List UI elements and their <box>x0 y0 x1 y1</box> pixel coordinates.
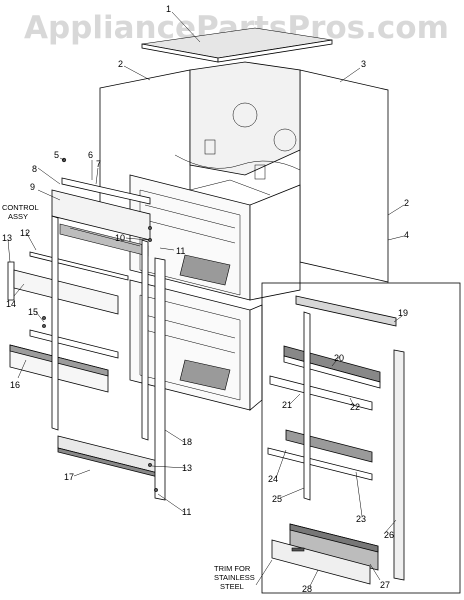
cabinet-body <box>99 61 389 411</box>
trim-note-line2: STAINLESS <box>214 573 255 582</box>
callout-28: 28 <box>302 584 312 594</box>
left-trim-parts <box>7 157 166 501</box>
callout-1: 1 <box>166 4 171 14</box>
callout-4: 4 <box>404 230 409 240</box>
trim-note-line3: STEEL <box>220 582 244 591</box>
text-notes: CONTROL ASSY TRIM FOR STAINLESS STEEL <box>2 203 255 591</box>
control-assy-label-line1: CONTROL <box>2 203 39 212</box>
callout-19: 19 <box>398 308 408 318</box>
callout-18: 18 <box>182 437 192 447</box>
top-panel <box>141 27 333 63</box>
callout-3: 3 <box>361 59 366 69</box>
callout-25: 25 <box>272 494 282 504</box>
callout-12: 12 <box>20 228 30 238</box>
trim-kit-box <box>261 282 461 594</box>
callout-22: 22 <box>350 402 360 412</box>
callout-16: 16 <box>10 380 20 390</box>
callout-13-left: 13 <box>2 233 12 243</box>
callout-24: 24 <box>268 474 278 484</box>
callout-2: 2 <box>118 59 123 69</box>
callout-26: 26 <box>384 530 394 540</box>
callout-7: 7 <box>96 159 101 169</box>
callout-21: 21 <box>282 400 292 410</box>
callout-10: 10 <box>115 233 125 243</box>
callout-11-lower: 11 <box>182 507 191 517</box>
callout-27: 27 <box>380 580 390 590</box>
callout-labels: 1 2 3 2 4 5 6 7 8 9 10 11 11 12 13 13 14… <box>2 4 409 594</box>
callout-8: 8 <box>32 164 37 174</box>
callout-11-upper: 11 <box>176 246 185 256</box>
callout-14: 14 <box>6 299 16 309</box>
callout-20: 20 <box>334 353 344 363</box>
leader-lines <box>7 11 405 587</box>
callout-23: 23 <box>356 514 366 524</box>
callout-15: 15 <box>28 307 38 317</box>
callout-5: 5 <box>54 150 59 160</box>
callout-6: 6 <box>88 150 93 160</box>
callout-13-lower: 13 <box>182 463 192 473</box>
control-assy-label-line2: ASSY <box>8 212 28 221</box>
callout-17: 17 <box>64 472 74 482</box>
callout-9: 9 <box>30 182 35 192</box>
callout-2-right: 2 <box>404 198 409 208</box>
trim-note-line1: TRIM FOR <box>214 564 251 573</box>
